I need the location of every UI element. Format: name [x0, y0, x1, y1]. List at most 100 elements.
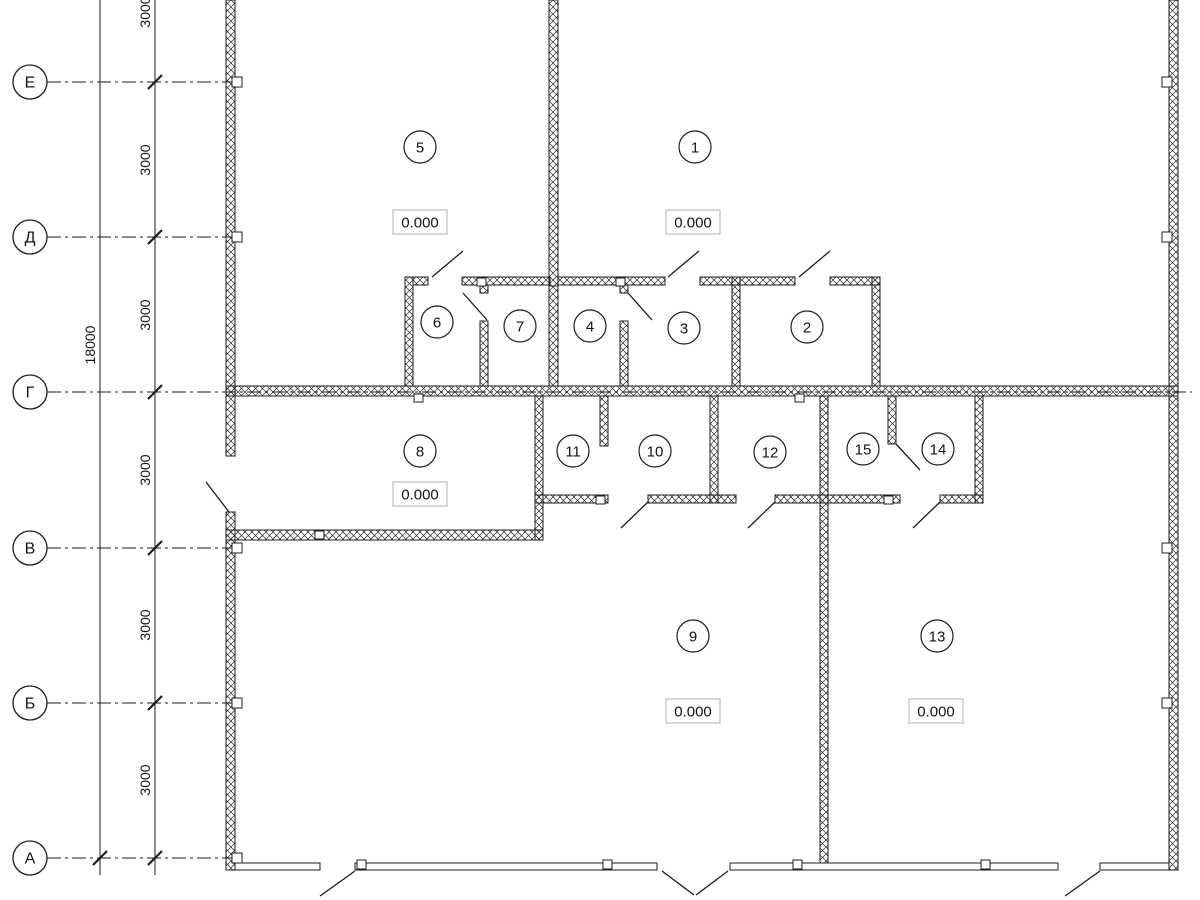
dimension-labels: 3000 3000 3000 3000 3000 3000 18000: [82, 0, 153, 796]
window-bands: [234, 862, 1170, 871]
dimension-label: 3000: [137, 609, 153, 640]
window-band: [234, 862, 321, 871]
axis-label: Г: [26, 385, 35, 402]
door-swing: [431, 250, 464, 278]
wall-room6-7: [479, 320, 489, 387]
dimension-total-label: 18000: [82, 325, 98, 364]
room-bubble: [920, 619, 954, 653]
dim-tick: [92, 850, 108, 866]
wall-block-top: [412, 276, 429, 286]
wall-room7-4: [548, 285, 559, 387]
dimension-label: 3000: [137, 454, 153, 485]
elevation-value: 0.000: [674, 214, 712, 231]
room-bubbles: 1 2 3 4 5 6 7 8 9 10 11 12 13 14 15: [403, 130, 955, 653]
dimension-label: 3000: [137, 0, 153, 28]
room-bubble: [678, 130, 712, 164]
wall-marker: [231, 697, 243, 709]
room-bubble: [667, 311, 701, 345]
axis-label: Е: [25, 75, 36, 92]
wall-room8-bottom: [225, 529, 544, 541]
window-band: [354, 862, 658, 871]
axis-bubbles: Е Д Г В Б А: [12, 64, 48, 876]
elevation-box: [908, 698, 964, 724]
door-swing: [620, 501, 649, 529]
door-swing: [205, 481, 230, 513]
room-number: 11: [565, 443, 581, 460]
axis-bubble: [12, 530, 48, 566]
dimension-label: 3000: [137, 144, 153, 175]
wall-block-top: [557, 276, 666, 286]
elevation-value: 0.000: [917, 703, 955, 720]
room-bubble: [556, 434, 590, 468]
room-bubble: [676, 619, 710, 653]
wall-room11-10: [599, 395, 609, 447]
door-swing: [462, 292, 488, 321]
axis-bubble: [12, 374, 48, 410]
axis-bubble: [12, 840, 48, 876]
room-number: 9: [689, 628, 697, 645]
dim-tick: [147, 229, 163, 245]
dim-tick: [147, 384, 163, 400]
wall-room9-13: [819, 395, 829, 871]
window-mullion: [356, 859, 367, 870]
door-swing: [627, 292, 653, 321]
axis-bubble: [12, 219, 48, 255]
window-mullion: [792, 859, 803, 870]
dim-tick: [147, 74, 163, 90]
axis-label: Д: [25, 230, 36, 247]
wall-marker: [1161, 76, 1173, 88]
room-bubble: [420, 305, 454, 339]
doors: [205, 250, 1101, 897]
room-bubble: [573, 309, 607, 343]
wall-room4-3: [619, 320, 629, 387]
door-swing: [747, 501, 776, 529]
wall-axis-g: [225, 385, 1179, 397]
wall-block-top: [699, 276, 796, 286]
room-number: 12: [762, 444, 779, 461]
wall-left-lower: [225, 511, 236, 871]
axis-bubble: [12, 685, 48, 721]
elevation-value: 0.000: [401, 214, 439, 231]
wall-marker: [314, 530, 325, 540]
room-number: 3: [680, 320, 688, 337]
room-number: 15: [855, 441, 872, 458]
window-mullion: [980, 859, 991, 870]
wall-room3-2: [731, 276, 741, 387]
wall-left-upper: [225, 0, 236, 457]
elevation-box: [392, 481, 448, 507]
wall-marker: [1161, 231, 1173, 243]
wall-room10-12: [709, 395, 719, 504]
wall-band-bottom: [534, 494, 609, 504]
room-bubble: [846, 432, 880, 466]
elevation-box: [392, 209, 448, 235]
room-number: 5: [416, 139, 424, 156]
axis-grid-lines: [47, 81, 1192, 859]
dimension-lines: [99, 0, 156, 875]
walls: [225, 0, 1179, 871]
room-bubble: [503, 309, 537, 343]
wall-center-vertical: [548, 0, 559, 287]
door-swing: [798, 250, 831, 278]
room-number: 8: [416, 443, 424, 460]
elevation-box: [665, 209, 721, 235]
door-swing: [667, 250, 700, 278]
dimension-ticks: [92, 74, 163, 866]
elevation-box: [665, 698, 721, 724]
dim-tick: [147, 540, 163, 556]
elevation-marks: 0.000 0.000 0.000 0.000 0.000: [392, 209, 964, 724]
door-swing: [661, 870, 695, 896]
wall-marker: [231, 231, 243, 243]
dim-tick: [147, 850, 163, 866]
wall-band-bottom: [774, 494, 889, 504]
wall-block-top: [461, 276, 551, 286]
room-bubble: [921, 432, 955, 466]
wall-room14-right: [974, 395, 984, 504]
wall-marker: [231, 542, 243, 554]
wall-marker: [476, 277, 487, 287]
door-swing: [895, 443, 921, 471]
room-number: 1: [691, 139, 699, 156]
window-mullion: [602, 859, 613, 870]
room-number: 6: [433, 314, 441, 331]
wall-marker: [595, 495, 606, 505]
